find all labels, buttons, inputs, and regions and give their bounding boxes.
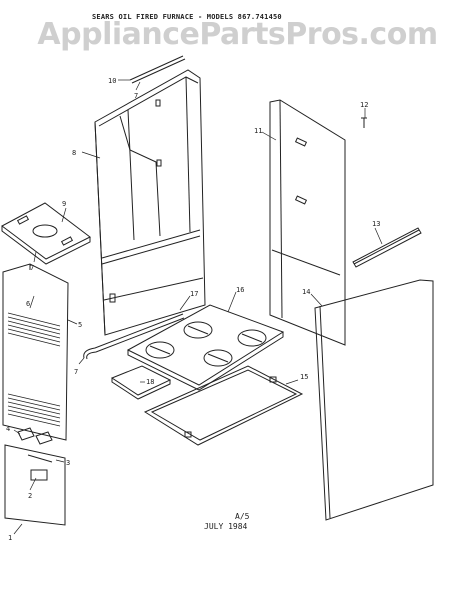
callout-13: 13 bbox=[372, 220, 380, 228]
callout-labels: 10 7 8 9 7 6 5 7 17 16 18 15 11 12 13 14… bbox=[6, 77, 380, 542]
part-17-rod bbox=[83, 313, 185, 360]
footer-date: JULY 1984 bbox=[204, 522, 248, 531]
callout-10: 10 bbox=[108, 77, 116, 85]
part-15-base-pan bbox=[143, 365, 304, 446]
callout-11: 11 bbox=[254, 127, 262, 135]
watermark: AppliancePartsPros.com bbox=[37, 17, 438, 52]
part-10-top-rod bbox=[129, 55, 186, 84]
callout-14: 14 bbox=[302, 288, 310, 296]
callout-7-rod: 7 bbox=[74, 368, 78, 376]
part-1-lower-door bbox=[4, 444, 66, 526]
leader-lines bbox=[13, 79, 383, 535]
callout-4: 4 bbox=[6, 425, 10, 433]
part-5-front-panel bbox=[2, 263, 69, 441]
part-6-louver-grilles bbox=[7, 312, 61, 427]
callout-2: 2 bbox=[28, 492, 32, 500]
part-14-side-panel bbox=[314, 279, 434, 521]
part-13-trim-strip bbox=[352, 227, 422, 268]
part-9-cabinet-frame bbox=[94, 69, 206, 336]
callout-17: 17 bbox=[190, 290, 198, 298]
callout-18: 18 bbox=[146, 378, 154, 386]
callout-1: 1 bbox=[8, 534, 12, 542]
callout-7-top: 7 bbox=[134, 92, 138, 100]
callout-12: 12 bbox=[360, 101, 368, 109]
callout-16: 16 bbox=[236, 286, 244, 294]
part-18-small-tray bbox=[110, 365, 172, 400]
part-16-burner-plate bbox=[126, 304, 285, 391]
callout-8: 9 bbox=[62, 200, 66, 208]
callout-9: 8 bbox=[72, 149, 76, 157]
footer-page: A/5 bbox=[235, 512, 250, 521]
part-12-screw bbox=[361, 117, 367, 128]
callout-6: 6 bbox=[26, 300, 30, 308]
diagram-title: SEARS OIL FIRED FURNACE - MODELS 867.741… bbox=[92, 13, 282, 21]
callout-3: 3 bbox=[66, 459, 70, 467]
callout-15: 15 bbox=[300, 373, 308, 381]
callout-7-plate: 7 bbox=[30, 264, 34, 272]
part-11-rear-panel bbox=[269, 99, 346, 346]
part-8-top-plate bbox=[1, 202, 91, 265]
part-4-bracket bbox=[17, 427, 53, 445]
callout-5: 5 bbox=[78, 321, 82, 329]
